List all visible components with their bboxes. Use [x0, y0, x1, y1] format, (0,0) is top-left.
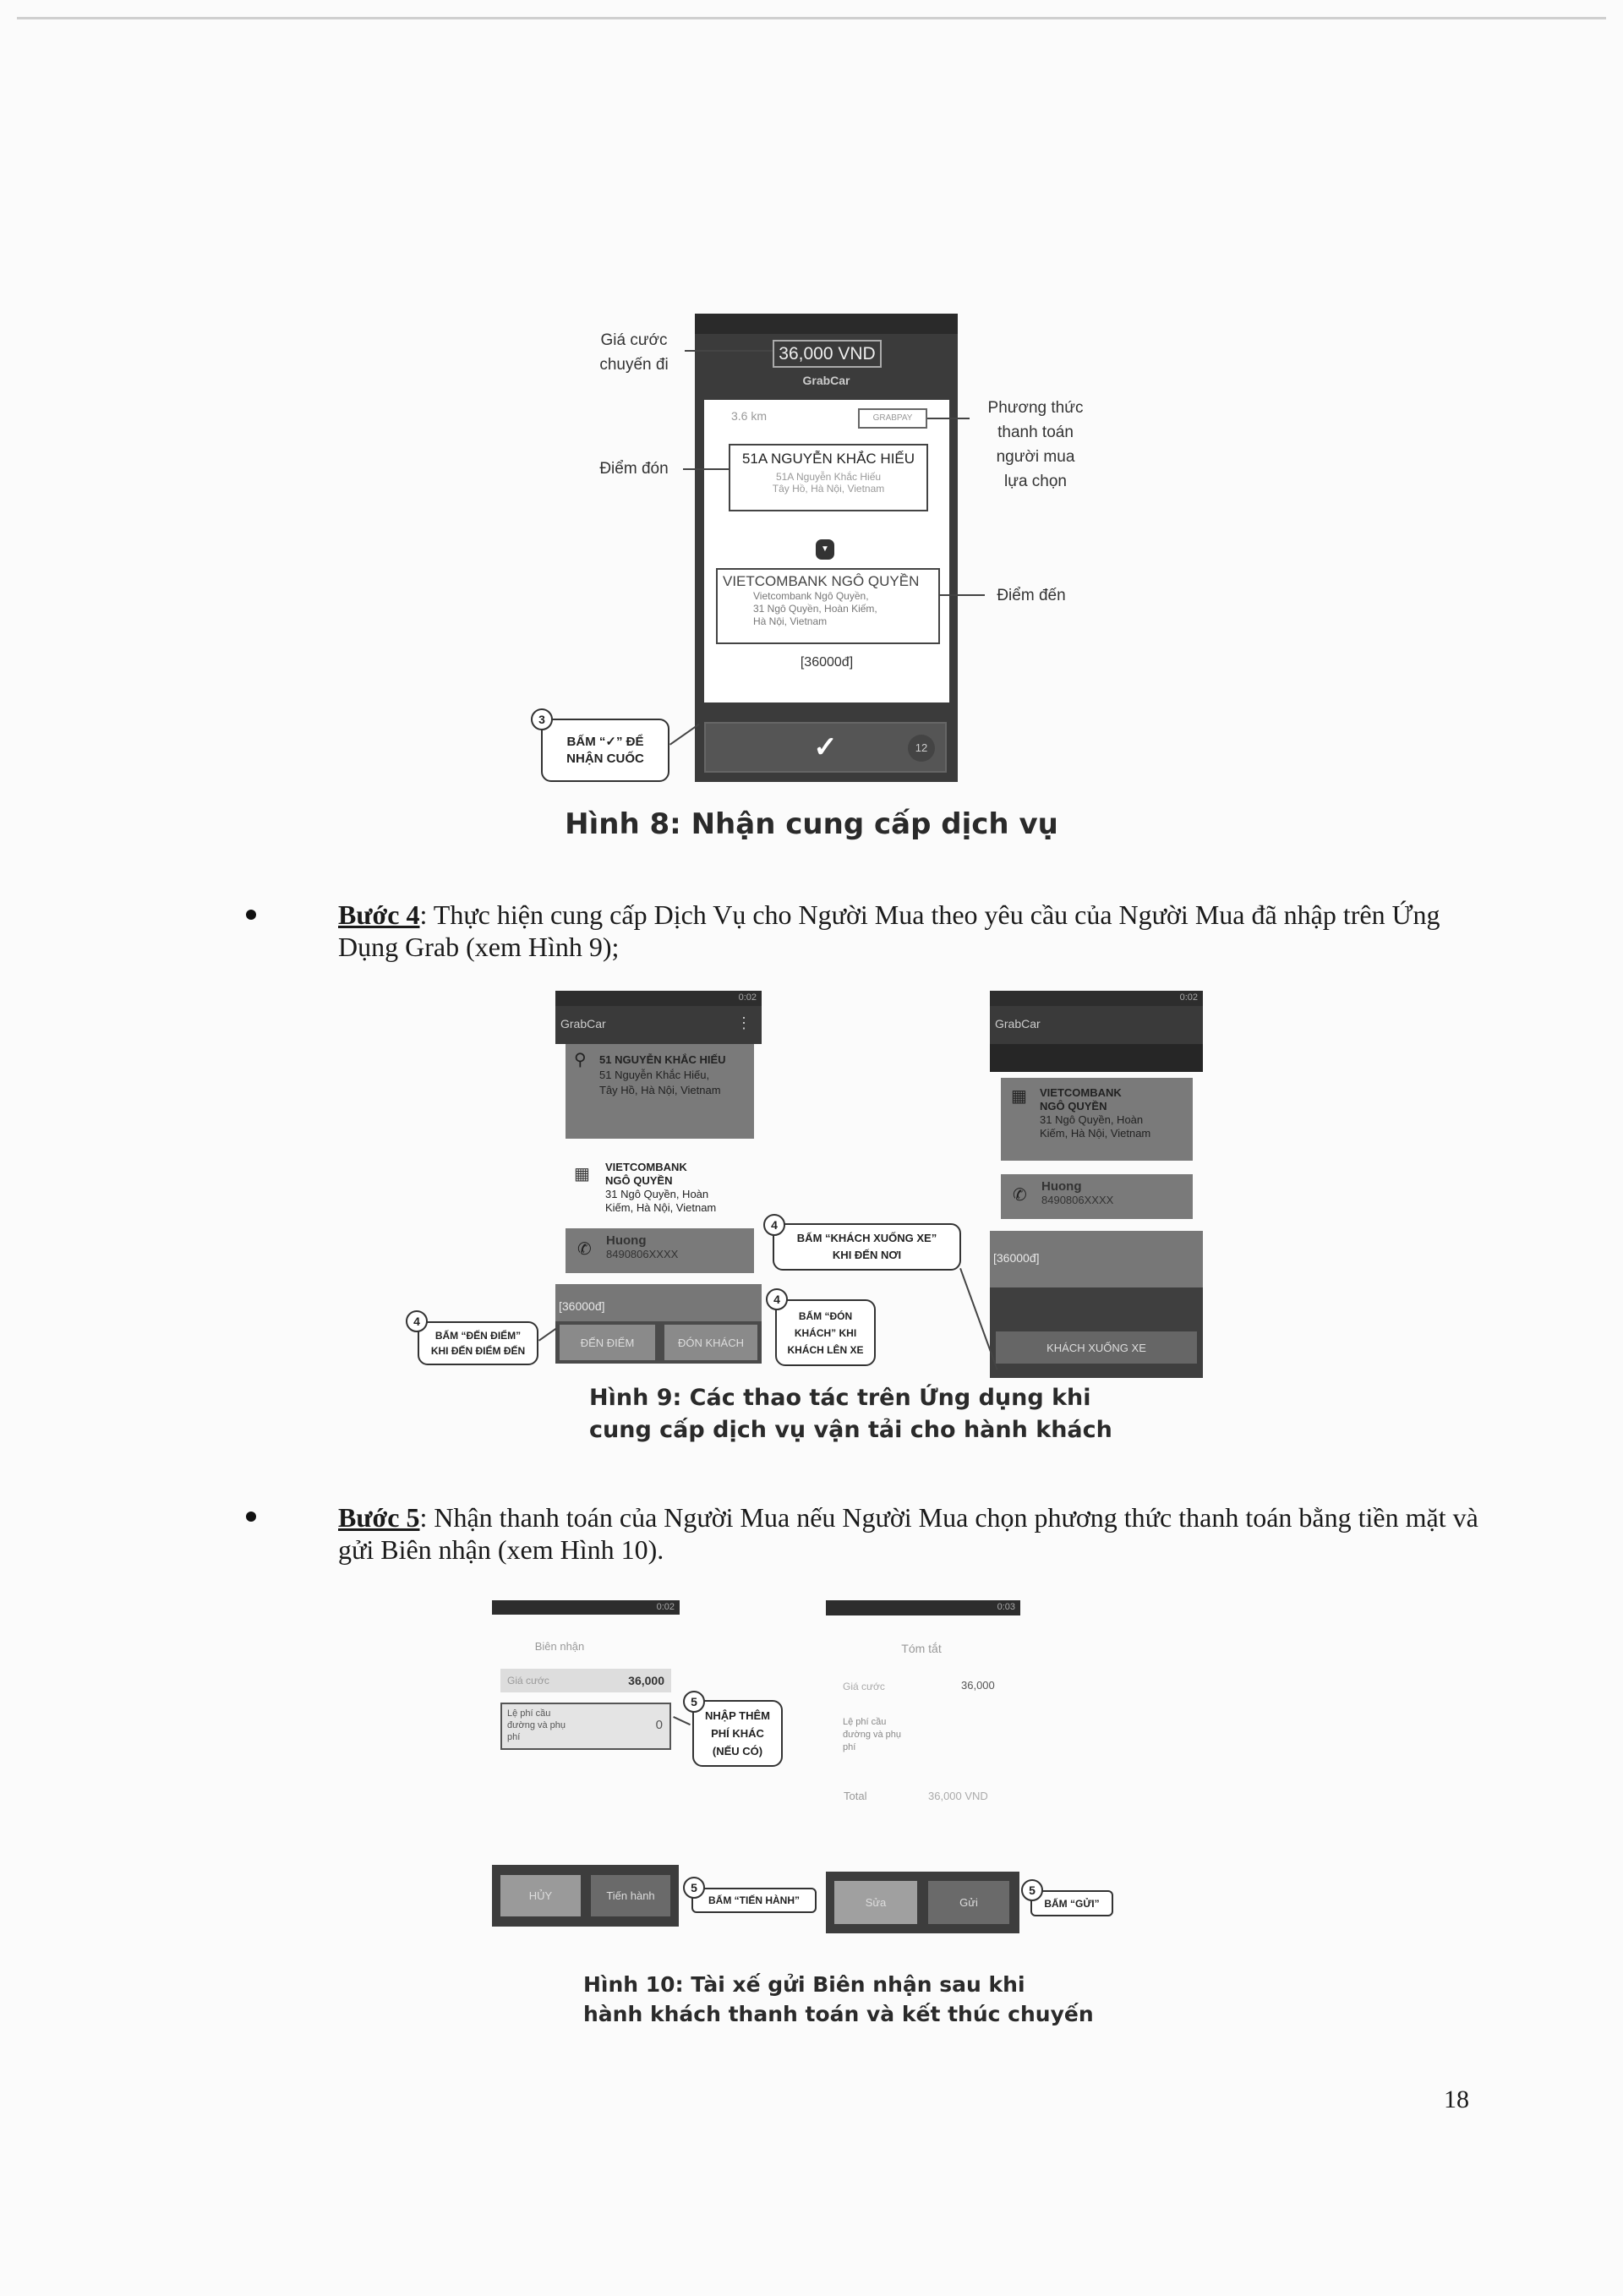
route-marker-icon: ▼ [816, 539, 834, 560]
callout-proceed: BẤM “TIẾN HÀNH” [691, 1888, 817, 1913]
summary-fare-label: Giá cước [843, 1681, 885, 1692]
status-bar: 0:02 [990, 991, 1203, 1006]
figure-8-caption: Hình 8: Nhận cung cấp dịch vụ [565, 807, 1058, 841]
bullet [246, 1512, 256, 1522]
arrived-destination-button[interactable]: ĐẾN ĐIỂM [560, 1325, 655, 1360]
label-pickup: Điểm đón [599, 460, 669, 478]
send-button[interactable]: Gửi [928, 1881, 1009, 1924]
payment-method-badge: GRABPAY [858, 408, 927, 429]
pointer-line [683, 468, 729, 470]
step-number-badge: 4 [406, 1310, 428, 1332]
pointer-line [940, 594, 985, 596]
pickup-title: 51 NGUYỄN KHẮC HIẾU [599, 1053, 726, 1066]
passenger-drop-off-button[interactable]: KHÁCH XUỐNG XE [996, 1331, 1197, 1364]
fare-amount: [36000đ] [993, 1251, 1040, 1265]
summary-total: 36,000 VND [928, 1790, 988, 1802]
phone-icon: ✆ [1013, 1186, 1027, 1205]
step-number-badge: 5 [683, 1877, 705, 1899]
step-number-badge: 5 [683, 1691, 705, 1713]
fare-amount: [36000đ] [559, 1299, 605, 1313]
distance: 3.6 km [731, 409, 768, 423]
destination-box: VIETCOMBANK NGÔ QUYỀN Vietcombank Ngô Qu… [716, 568, 940, 644]
step-4-text: : Thực hiện cung cấp Dịch Vụ cho Người M… [338, 899, 1440, 962]
app-bar: GrabCar ⋮ [555, 1006, 762, 1044]
phone-icon: ✆ [577, 1240, 592, 1259]
pickup-map-card: ⚲ 51 NGUYỄN KHẮC HIẾU 51 Nguyễn Khắc Hiế… [566, 1044, 754, 1139]
app-bar: GrabCar [990, 1006, 1203, 1072]
step-number-badge: 4 [763, 1214, 785, 1236]
pickup-line1: 51 Nguyễn Khắc Hiếu, [599, 1069, 710, 1081]
summary-total-label: Total [844, 1790, 867, 1802]
proceed-button[interactable]: Tiến hành [591, 1875, 670, 1916]
app-title: GrabCar [560, 1017, 606, 1030]
checkered-flag-icon: ▦ [574, 1165, 590, 1184]
app-title: GrabCar [995, 1017, 1041, 1030]
cancel-button[interactable]: HỦY [500, 1875, 581, 1916]
pickup-line1: 51A Nguyễn Khắc Hiếu [775, 471, 882, 483]
label-destination: Điểm đến [997, 587, 1066, 604]
summary-fee-label: Lệ phí cầu đường và phụ phí [843, 1717, 902, 1752]
status-bar [695, 314, 958, 334]
pick-up-passenger-button[interactable]: ĐÓN KHÁCH [664, 1325, 757, 1360]
pointer-line [927, 418, 970, 419]
callout-drop-off: BẤM “KHÁCH XUỐNG XE”KHI ĐẾN NƠI [773, 1223, 961, 1271]
destination-line2: 31 Ngô Quyền, Hoàn Kiếm, [753, 603, 877, 615]
status-bar: 0:02 [492, 1600, 680, 1615]
summary-fare: 36,000 [961, 1679, 995, 1692]
fare-price: 36,000 VND [773, 340, 882, 368]
page-top-border [17, 17, 1606, 19]
pickup-line2: Tây Hồ, Hà Nội, Vietnam [772, 483, 885, 495]
destination-line3: Hà Nội, Vietnam [753, 615, 828, 627]
status-bar: 0:03 [826, 1600, 1020, 1615]
pickup-line2: Tây Hồ, Hà Nội, Vietnam [599, 1084, 721, 1096]
more-menu-icon[interactable]: ⋮ [736, 1014, 751, 1031]
edit-button[interactable]: Sửa [834, 1881, 917, 1924]
bullet [246, 910, 256, 920]
callout-arrived: BẤM “ĐẾN ĐIỂM”KHI ĐẾN ĐIỂM ĐẾN [418, 1321, 538, 1365]
step-5-text: : Nhận thanh toán của Người Mua nếu Ngườ… [338, 1502, 1478, 1565]
step-number-badge: 4 [766, 1288, 788, 1310]
page-number: 18 [1444, 2086, 1469, 2113]
pointer-line [538, 1327, 557, 1342]
pickup-box: 51A NGUYỄN KHẮC HIẾU 51A Nguyễn Khắc Hiế… [729, 444, 928, 511]
destination-title: VIETCOMBANK NGÔ QUYỀN [723, 573, 920, 589]
pointer-line [673, 1716, 691, 1726]
step-5-paragraph: Bước 5: Nhận thanh toán của Người Mua nế… [338, 1501, 1488, 1566]
callout-send: BẤM “GỬI” [1030, 1890, 1113, 1916]
checkered-flag-icon: ▦ [1011, 1087, 1027, 1106]
location-pin-icon: ⚲ [574, 1051, 587, 1069]
status-bar: 0:02 [555, 991, 762, 1006]
receipt-title: Biên nhận [534, 1640, 585, 1653]
extra-fee-input[interactable]: Lệ phí cầu đường và phụ phí 0 [500, 1703, 671, 1750]
pointer-line [685, 350, 773, 352]
step-5-label: Bước 5 [338, 1502, 420, 1533]
pickup-title: 51A NGUYỄN KHẮC HIẾU [741, 451, 915, 467]
step-number-badge: 3 [531, 708, 553, 730]
accept-ride-button[interactable]: ✓ [704, 722, 947, 773]
countdown-timer: 12 [908, 735, 935, 762]
fare-amount: [36000đ] [800, 655, 854, 670]
action-panel [990, 1231, 1203, 1287]
step-number-badge: 5 [1021, 1879, 1043, 1901]
step-4-paragraph: Bước 4: Thực hiện cung cấp Dịch Vụ cho N… [338, 899, 1488, 963]
destination-line1: Vietcombank Ngô Quyền, [753, 590, 869, 602]
summary-title: Tóm tắt [901, 1642, 942, 1655]
service-type: GrabCar [802, 374, 850, 387]
step-4-label: Bước 4 [338, 899, 420, 930]
checkmark-icon: ✓ [813, 731, 838, 763]
